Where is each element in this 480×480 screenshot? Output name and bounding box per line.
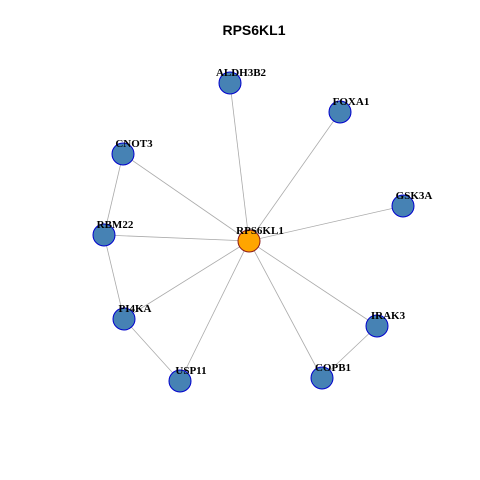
edge-rps6kl1-aldh3b2 bbox=[229, 82, 250, 242]
edge-rps6kl1-pi4ka bbox=[123, 240, 250, 320]
node-circle bbox=[310, 366, 334, 390]
node-circle bbox=[365, 314, 389, 338]
node-circle bbox=[237, 229, 261, 253]
node-rbm22: RBM22 bbox=[92, 219, 134, 247]
node-label: USP11 bbox=[175, 365, 206, 377]
edge-rps6kl1-copb1 bbox=[248, 240, 323, 379]
node-irak3: IRAK3 bbox=[365, 310, 406, 338]
node-circle bbox=[111, 142, 135, 166]
node-label: PI4KA bbox=[119, 303, 152, 315]
node-circle bbox=[92, 223, 116, 247]
node-circle bbox=[218, 71, 242, 95]
edges-layer bbox=[103, 82, 404, 382]
edge-irak3-copb1 bbox=[321, 325, 378, 379]
edge-rbm22-pi4ka bbox=[103, 234, 125, 320]
node-label: GSK3A bbox=[396, 190, 433, 202]
node-label: ALDH3B2 bbox=[216, 67, 267, 79]
edge-rps6kl1-rbm22 bbox=[103, 234, 250, 242]
edge-rps6kl1-cnot3 bbox=[122, 153, 250, 242]
node-circle bbox=[112, 307, 136, 331]
edge-rps6kl1-gsk3a bbox=[248, 205, 404, 242]
edge-rps6kl1-irak3 bbox=[248, 240, 378, 327]
node-circle bbox=[328, 100, 352, 124]
node-label: IRAK3 bbox=[371, 310, 406, 322]
node-circle bbox=[391, 194, 415, 218]
node-circle bbox=[168, 369, 192, 393]
node-label: RBM22 bbox=[97, 219, 134, 231]
node-label: RPS6KL1 bbox=[236, 225, 284, 237]
edge-rps6kl1-foxa1 bbox=[248, 111, 341, 242]
edge-rps6kl1-usp11 bbox=[179, 240, 250, 382]
edge-cnot3-rbm22 bbox=[103, 153, 124, 236]
diagram-title: RPS6KL1 bbox=[222, 22, 285, 38]
node-aldh3b2: ALDH3B2 bbox=[216, 67, 267, 95]
node-gsk3a: GSK3A bbox=[391, 190, 433, 218]
node-foxa1: FOXA1 bbox=[328, 96, 370, 124]
edge-pi4ka-usp11 bbox=[123, 318, 181, 382]
node-label: CNOT3 bbox=[115, 138, 153, 150]
node-usp11: USP11 bbox=[168, 365, 207, 393]
node-pi4ka: PI4KA bbox=[112, 303, 152, 331]
node-cnot3: CNOT3 bbox=[111, 138, 153, 166]
node-copb1: COPB1 bbox=[310, 362, 351, 390]
node-label: COPB1 bbox=[315, 362, 351, 374]
node-rps6kl1: RPS6KL1 bbox=[236, 225, 284, 253]
node-label: FOXA1 bbox=[333, 96, 370, 108]
